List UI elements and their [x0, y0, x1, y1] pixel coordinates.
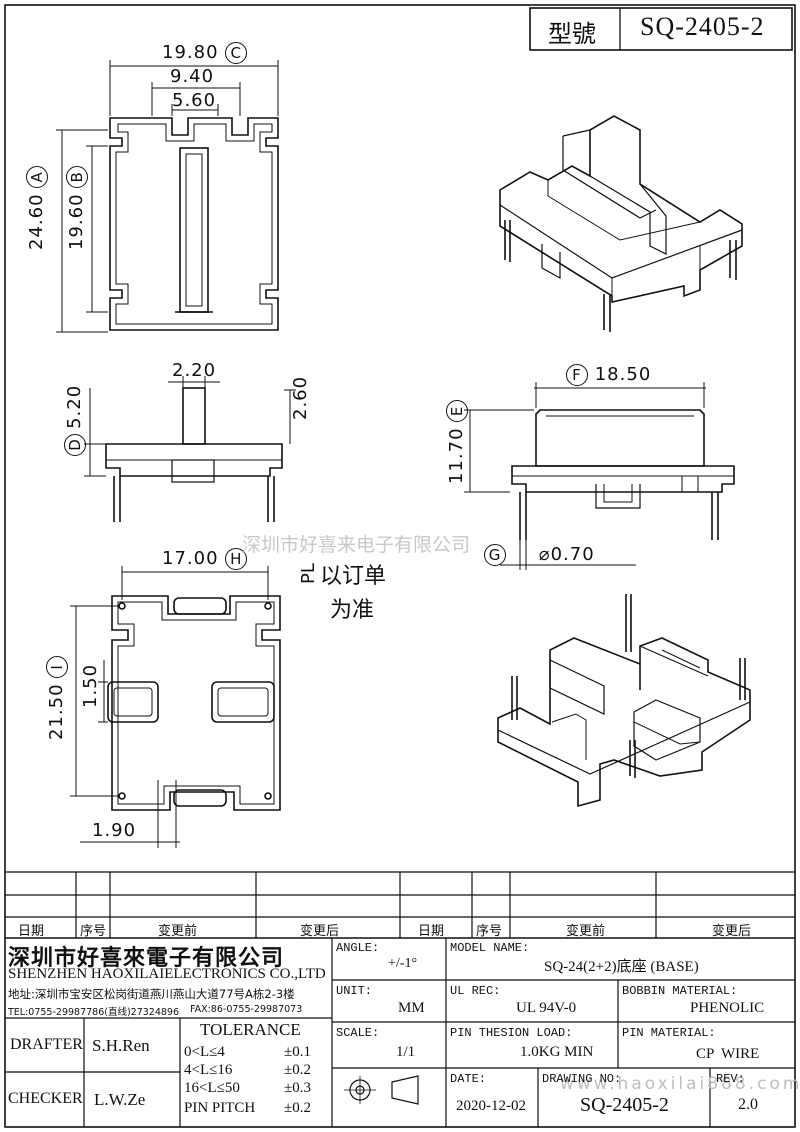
pin-load-label: PIN THESION LOAD: — [450, 1026, 573, 1040]
tol-range-2: 16<L≤50 — [184, 1080, 240, 1096]
angle-value: +/-1° — [388, 956, 418, 971]
bobbin-label: BOBBIN MATERIAL: — [622, 984, 738, 998]
iso-view-top — [499, 115, 743, 332]
dim-bottom-height: 21.50 I — [46, 656, 68, 740]
drawing-no-value: SQ-2405-2 — [580, 1094, 669, 1116]
scale-value: 1/1 — [396, 1044, 416, 1060]
bottom-view — [107, 595, 281, 811]
rev-label: REV: — [716, 1072, 745, 1086]
tol-range-0: 0<L≤4 — [184, 1044, 225, 1060]
unit-value: MM — [398, 1000, 425, 1016]
marker-g: G — [484, 544, 506, 566]
watermark-text: 深圳市好喜来电子有限公司 — [242, 534, 471, 556]
checker-label: CHECKER — [8, 1090, 83, 1107]
model-name-label: MODEL NAME: — [450, 941, 530, 955]
iso-view-bottom — [497, 594, 751, 808]
dim-front-width: F 18.50 — [566, 364, 651, 386]
pin-material-label: PIN MATERIAL: — [622, 1026, 716, 1040]
dim-top-mid: 9.40 — [170, 66, 215, 87]
drafter-label: DRAFTER — [10, 1036, 83, 1053]
marker-c: C — [225, 42, 248, 64]
dim-bottom-bottom: 1.90 — [92, 820, 137, 841]
marker-e: E — [446, 400, 468, 423]
company-name-cn: 深圳市好喜來電子有限公司 — [8, 946, 285, 971]
pin-load-value: 1.0KG MIN — [520, 1044, 594, 1060]
marker-a: A — [26, 166, 48, 189]
unit-label: UNIT: — [336, 984, 373, 998]
model-name-value: SQ-24(2+2)底座 (BASE) — [544, 959, 699, 975]
dim-bottom-width: 17.00 H — [162, 548, 248, 570]
sheet-border — [4, 4, 796, 1128]
checker-value: L.W.Ze — [94, 1090, 146, 1109]
dim-height-b: 19.60 B — [66, 166, 88, 250]
dim-top-width: 19.80 C — [162, 42, 248, 64]
ul-label: UL REC: — [450, 984, 501, 998]
front-view-dims — [464, 382, 706, 570]
company-name-en: SHENZHEN HAOXILAIELECTRONICS CO.,LTD — [8, 966, 326, 982]
tol-range-1: 4<L≤16 — [184, 1062, 233, 1078]
marker-i: I — [46, 656, 68, 679]
dim-side-left: D 5.20 — [64, 385, 86, 456]
front-view — [511, 409, 735, 540]
rev-before-label-2: 变更前 — [566, 924, 606, 939]
rev-seq-label-1: 序号 — [80, 924, 107, 939]
model-value: SQ-2405-2 — [640, 12, 765, 41]
dim-bottom-small: 1.50 — [80, 663, 101, 708]
scale-label: SCALE: — [336, 1026, 380, 1040]
dim-pin-diameter: G ⌀0.70 — [484, 544, 595, 566]
date-label: DATE: — [450, 1072, 487, 1086]
rev-seq-label-2: 序号 — [476, 924, 503, 939]
projection-symbol-icon — [344, 1075, 419, 1105]
header-box — [529, 7, 793, 51]
dim-top-inner: 5.60 — [172, 90, 217, 111]
drawing-no-label: DRAWING NO: — [542, 1072, 622, 1086]
date-value: 2020-12-02 — [456, 1098, 526, 1114]
marker-d: D — [64, 434, 86, 456]
title-block — [5, 938, 795, 1127]
note-pl: PL — [298, 563, 319, 584]
tol-value-1: ±0.2 — [284, 1062, 311, 1078]
marker-f: F — [566, 364, 588, 386]
note-line2: 为准 — [330, 598, 375, 623]
tol-value-0: ±0.1 — [284, 1044, 311, 1060]
tol-value-3: ±0.2 — [284, 1100, 311, 1116]
watermark-url: www.haoxilai888.com — [560, 1074, 800, 1094]
top-view-dims — [56, 60, 279, 333]
drafter-value: S.H.Ren — [92, 1036, 150, 1055]
note-line1: 以订单 — [320, 564, 387, 589]
marker-b: B — [66, 166, 88, 189]
dim-side-top: 2.20 — [172, 360, 217, 381]
rev-value: 2.0 — [738, 1096, 758, 1113]
dim-front-height: 11.70 E — [446, 400, 468, 484]
marker-h: H — [225, 548, 248, 570]
company-tel: TEL:0755-29987786(直线)27324896 — [8, 1007, 180, 1018]
rev-after-label-1: 变更后 — [300, 924, 340, 939]
dim-side-right: 2.60 — [290, 375, 311, 420]
tolerance-title: TOLERANCE — [200, 1020, 301, 1039]
revision-table — [5, 871, 795, 939]
bobbin-value: PHENOLIC — [690, 1000, 765, 1016]
angle-label: ANGLE: — [336, 941, 380, 955]
rev-date-label-1: 日期 — [18, 924, 45, 939]
dim-height-a: 24.60 A — [26, 166, 48, 250]
rev-before-label-1: 变更前 — [158, 924, 198, 939]
ul-value: UL 94V-0 — [516, 1000, 577, 1016]
rev-date-label-2: 日期 — [418, 924, 445, 939]
company-fax: FAX:86-0755-29987073 — [190, 1004, 303, 1015]
top-view — [109, 117, 279, 331]
pin-material-value: CP WIRE — [696, 1046, 760, 1062]
side-view — [105, 387, 283, 522]
bottom-view-dims — [70, 566, 269, 848]
rev-after-label-2: 变更后 — [712, 924, 752, 939]
tol-range-3: PIN PITCH — [184, 1100, 256, 1116]
model-label: 型號 — [548, 20, 596, 48]
company-address: 地址:深圳市宝安区松岗街道燕川燕山大道77号A栋2-3楼 — [8, 987, 295, 1001]
side-view-dims — [84, 376, 296, 477]
tol-value-2: ±0.3 — [284, 1080, 311, 1096]
